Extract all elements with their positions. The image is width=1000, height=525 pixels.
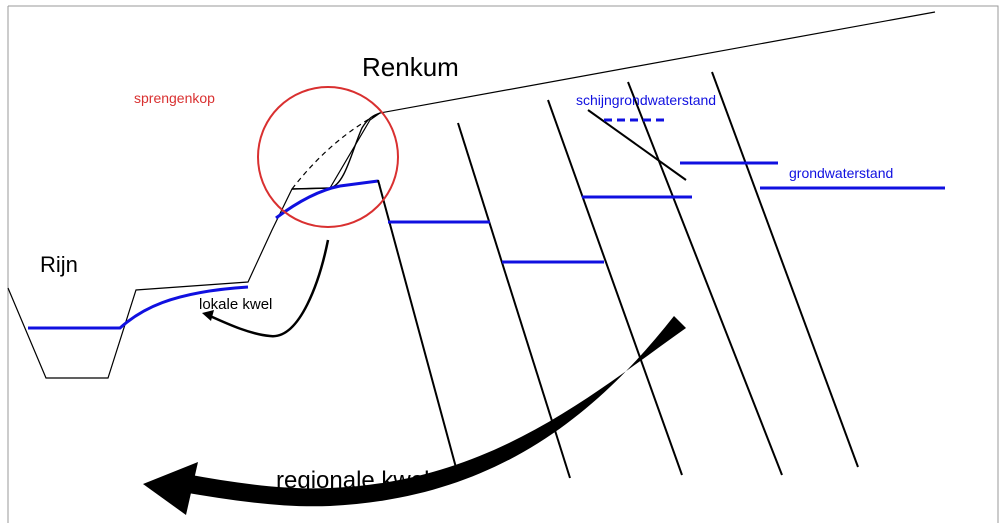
fault-line-1 [377, 179, 459, 476]
frame-border [7, 5, 999, 523]
place-label-renkum: Renkum [362, 52, 459, 82]
original-slope-dashed [291, 113, 379, 190]
label-sprengenkop: sprengenkop [134, 90, 215, 106]
sprengenkop-highlight-circle [257, 86, 399, 228]
fault-lines [377, 71, 859, 479]
terrain-profile [7, 11, 936, 379]
regional-seepage-arrowhead [143, 462, 198, 515]
place-label-rijn: Rijn [40, 252, 78, 277]
label-lokale-kwel: lokale kwel [199, 296, 273, 313]
regional-seepage-band [182, 316, 686, 507]
fault-line-5 [711, 71, 859, 468]
fault-line-2 [457, 122, 571, 479]
label-regionale-kwel: regionale kwel [276, 467, 430, 494]
hill-groundwater [275, 179, 379, 220]
fault-line-4 [627, 81, 783, 476]
label-schijngrondwaterstand: schijngrondwaterstand [576, 92, 717, 108]
local-seepage-arrow [209, 239, 330, 338]
label-grondwaterstand: grondwaterstand [789, 165, 894, 181]
perched-layer-line [587, 109, 687, 181]
river-water-level [28, 285, 249, 330]
local-seepage-arrowhead [202, 310, 214, 321]
fault-line-3 [547, 99, 683, 476]
sprengenkop-valley [291, 112, 381, 190]
groundwater-steps [388, 118, 945, 264]
